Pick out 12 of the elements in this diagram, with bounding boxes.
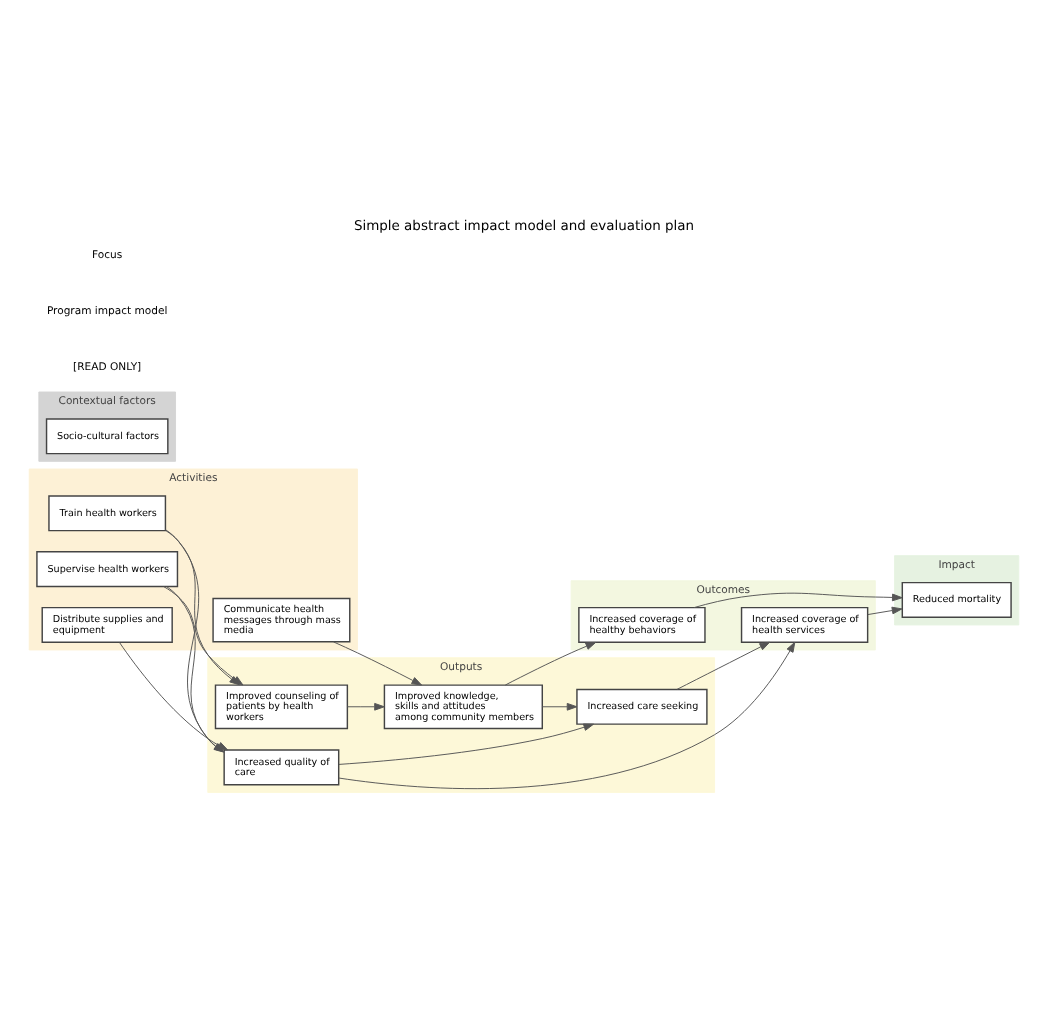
arrow — [165, 528, 225, 752]
arrow — [346, 701, 385, 710]
arrow — [504, 640, 597, 685]
arrow — [541, 701, 578, 710]
arrow — [867, 605, 903, 615]
arrow — [166, 585, 225, 752]
arrow — [693, 591, 903, 608]
arrow — [338, 722, 595, 764]
arrow — [338, 640, 796, 789]
arrow — [676, 640, 771, 689]
arrow — [333, 640, 423, 685]
arrow — [119, 641, 229, 750]
